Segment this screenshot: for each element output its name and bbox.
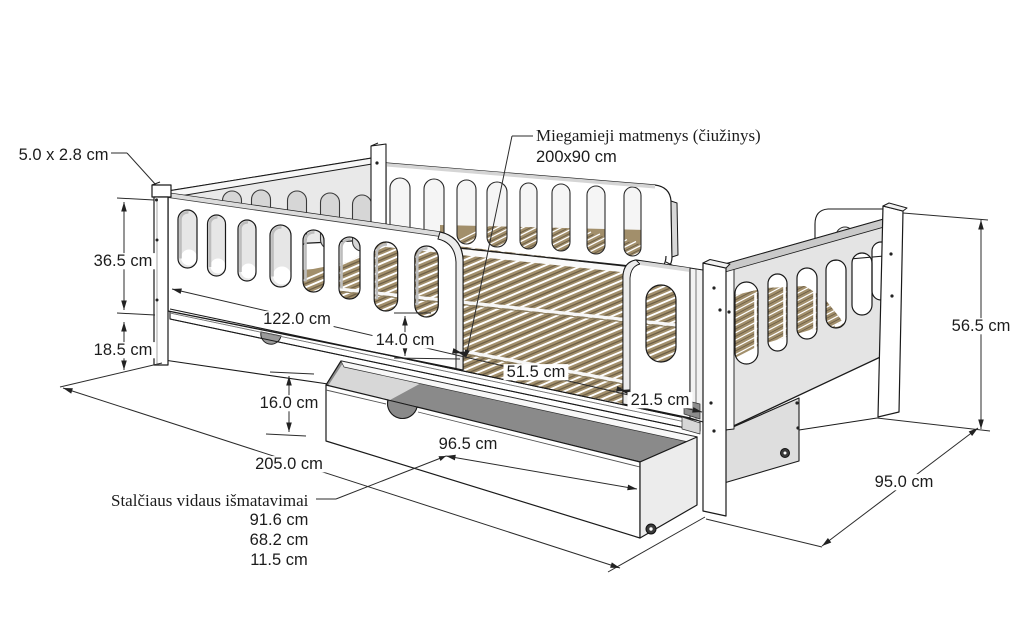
svg-text:122.0 cm: 122.0 cm <box>263 310 331 328</box>
svg-text:18.5 cm: 18.5 cm <box>94 341 153 359</box>
svg-text:21.5 cm: 21.5 cm <box>631 391 690 409</box>
svg-text:Stalčiaus vidaus išmatavimai: Stalčiaus vidaus išmatavimai <box>111 491 309 510</box>
svg-text:56.5 cm: 56.5 cm <box>952 317 1011 335</box>
svg-text:95.0 cm: 95.0 cm <box>875 473 934 491</box>
svg-text:5.0 x 2.8 cm: 5.0 x 2.8 cm <box>19 146 109 164</box>
svg-text:11.5 cm: 11.5 cm <box>250 551 307 569</box>
svg-text:Miegamieji matmenys (čiužinys): Miegamieji matmenys (čiužinys) <box>536 126 761 145</box>
svg-text:36.5 cm: 36.5 cm <box>94 252 153 270</box>
svg-text:68.2 cm: 68.2 cm <box>250 531 309 549</box>
svg-text:51.5 cm: 51.5 cm <box>507 363 566 381</box>
svg-text:205.0 cm: 205.0 cm <box>255 455 323 473</box>
svg-text:14.0 cm: 14.0 cm <box>376 331 435 349</box>
svg-text:96.5 cm: 96.5 cm <box>439 435 498 453</box>
svg-text:16.0 cm: 16.0 cm <box>260 394 319 412</box>
svg-text:91.6 cm: 91.6 cm <box>250 511 309 529</box>
svg-text:200x90 cm: 200x90 cm <box>536 148 617 166</box>
